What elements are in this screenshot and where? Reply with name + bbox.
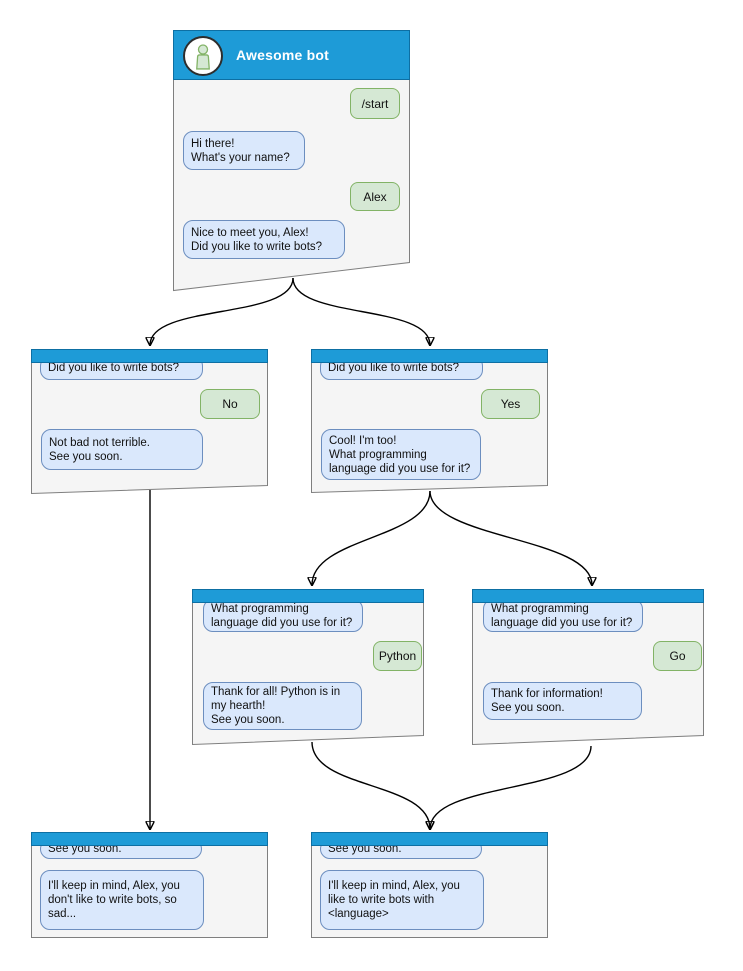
chat-header-strip	[192, 589, 424, 603]
user-message-bubble: No	[200, 389, 260, 419]
edge-yes-to-go	[429, 490, 592, 585]
edge-go-to-final	[430, 745, 592, 829]
bot-message-bubble: I'll keep in mind, Alex, you don't like …	[40, 870, 204, 930]
chat-header-strip	[31, 349, 268, 363]
user-message-bubble: /start	[350, 88, 400, 119]
chat-node-go: What programming language did you use fo…	[472, 589, 704, 746]
bot-message-bubble: What programming language did you use fo…	[203, 599, 363, 632]
bot-message-bubble: Cool! I'm too! What programming language…	[321, 429, 481, 480]
edge-yes-to-python	[312, 490, 431, 585]
bot-message-bubble: Nice to meet you, Alex! Did you like to …	[183, 220, 345, 259]
bot-message-bubble: I'll keep in mind, Alex, you like to wri…	[320, 870, 484, 930]
user-message-bubble: Yes	[481, 389, 540, 419]
chat-header-strip	[31, 832, 268, 846]
chat-header-strip	[311, 832, 548, 846]
bot-name-title: Awesome bot	[236, 47, 329, 63]
chat-node-main: Awesome bot/start Hi there! What's your n…	[173, 30, 410, 292]
user-message-bubble: Go	[653, 641, 702, 671]
chat-header-strip	[472, 589, 704, 603]
chat-node-python: What programming language did you use fo…	[192, 589, 424, 746]
bot-message-bubble: Thank for all! Python is in my hearth! S…	[203, 682, 362, 730]
chat-node-final-yes: See you soon.I'll keep in mind, Alex, yo…	[311, 832, 548, 938]
chat-header: Awesome bot	[173, 30, 410, 80]
user-message-bubble: Python	[373, 641, 422, 671]
bot-message-bubble: What programming language did you use fo…	[483, 599, 643, 632]
chat-header-strip	[311, 349, 548, 363]
bot-avatar-icon	[183, 36, 223, 76]
bot-message-bubble: Hi there! What's your name?	[183, 131, 305, 170]
edge-python-to-final	[311, 741, 430, 829]
bot-message-bubble: Thank for information! See you soon.	[483, 682, 642, 720]
bot-message-bubble: Not bad not terrible. See you soon.	[41, 429, 203, 470]
user-message-bubble: Alex	[350, 182, 400, 211]
chat-node-final-no: See you soon.I'll keep in mind, Alex, yo…	[31, 832, 268, 938]
